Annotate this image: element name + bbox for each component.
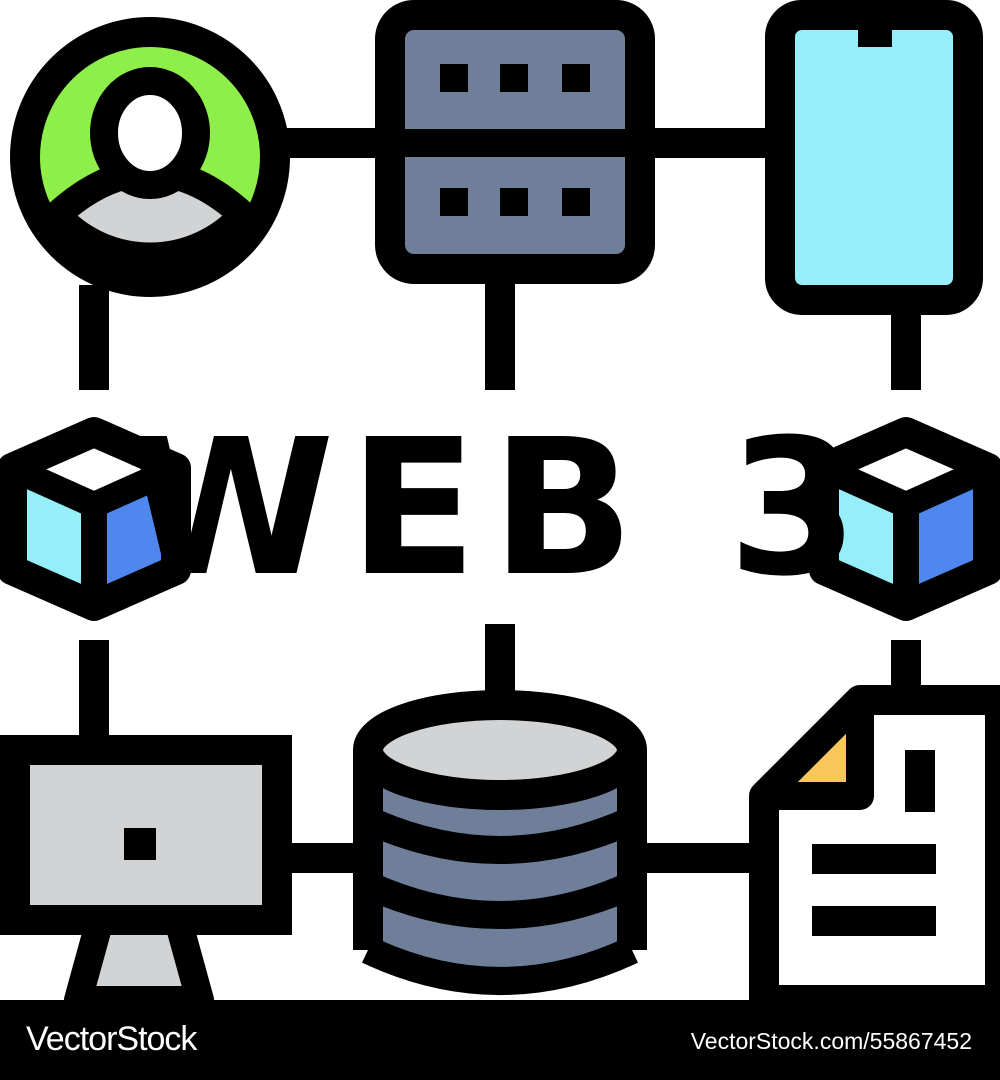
diagram-title: WEB 3	[127, 399, 872, 618]
computer-monitor-icon	[0, 735, 292, 1014]
user-icon	[10, 17, 290, 297]
diagram-canvas: WEB 3	[0, 0, 1000, 1015]
watermark-id: VectorStock.com/55867452	[690, 1028, 972, 1054]
watermark-brand: VectorStock	[26, 1020, 197, 1058]
web3-diagram: WEB 3	[0, 0, 1000, 1015]
blockchain-block-icon	[809, 417, 1000, 621]
database-icon	[353, 690, 647, 995]
blockchain-block-icon	[0, 417, 191, 621]
connector-lines	[79, 128, 921, 873]
smartphone-icon	[765, 0, 983, 315]
server-icon	[375, 0, 655, 284]
watermark-bar: VectorStock VectorStock.com/55867452	[0, 1000, 1000, 1080]
document-icon	[749, 685, 1000, 1015]
